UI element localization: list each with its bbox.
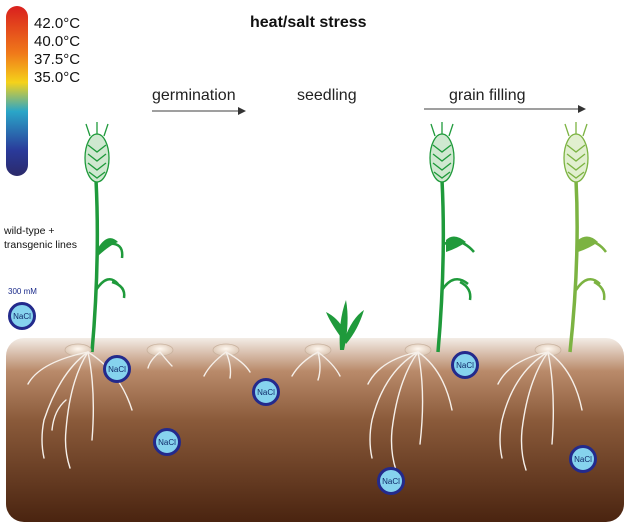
nacl-ion: NaCl (8, 302, 36, 330)
diagram-title: heat/salt stress (250, 14, 367, 31)
temperature-label-35: 35.0°C (34, 69, 81, 86)
nacl-label: NaCl (257, 387, 275, 397)
nacl-label: NaCl (13, 311, 31, 321)
wheat-plant-3 (429, 122, 475, 353)
plant-label-line-1: wild-type + (4, 225, 55, 237)
wheat-plant-4 (563, 122, 607, 353)
temperature-scale-bar (6, 6, 28, 176)
temperature-label-40: 40.0°C (34, 33, 81, 50)
grain-filling-arrow (424, 105, 586, 113)
stage-grain-filling: grain filling (449, 87, 526, 104)
plant-lines-label: wild-type + transgenic lines (4, 224, 77, 252)
seedling-sprout (326, 300, 364, 350)
wheat-ear-1 (84, 122, 110, 183)
nacl-ion: NaCl (103, 355, 131, 383)
wheat-ear-3 (429, 122, 455, 183)
stage-germination: germination (152, 87, 236, 104)
roots (27, 351, 583, 471)
nacl-label: NaCl (382, 476, 400, 486)
temperature-label-37-5: 37.5°C (34, 51, 81, 68)
nacl-ion: NaCl (153, 428, 181, 456)
nacl-label: NaCl (456, 360, 474, 370)
nacl-label: NaCl (158, 437, 176, 447)
plant-label-line-2: transgenic lines (4, 239, 77, 251)
wheat-ear-4 (563, 122, 589, 183)
nacl-ion: NaCl (451, 351, 479, 379)
stage-seedling: seedling (297, 87, 357, 104)
temperature-label-42: 42.0°C (34, 15, 81, 32)
nacl-ion: NaCl (377, 467, 405, 495)
wheat-plant-1 (84, 122, 126, 353)
germination-arrow (152, 107, 246, 115)
nacl-ion: NaCl (569, 445, 597, 473)
nacl-ion: NaCl (252, 378, 280, 406)
salt-concentration-label: 300 mM (8, 287, 37, 296)
soil (6, 338, 624, 522)
nacl-label: NaCl (108, 364, 126, 374)
nacl-label: NaCl (574, 454, 592, 464)
